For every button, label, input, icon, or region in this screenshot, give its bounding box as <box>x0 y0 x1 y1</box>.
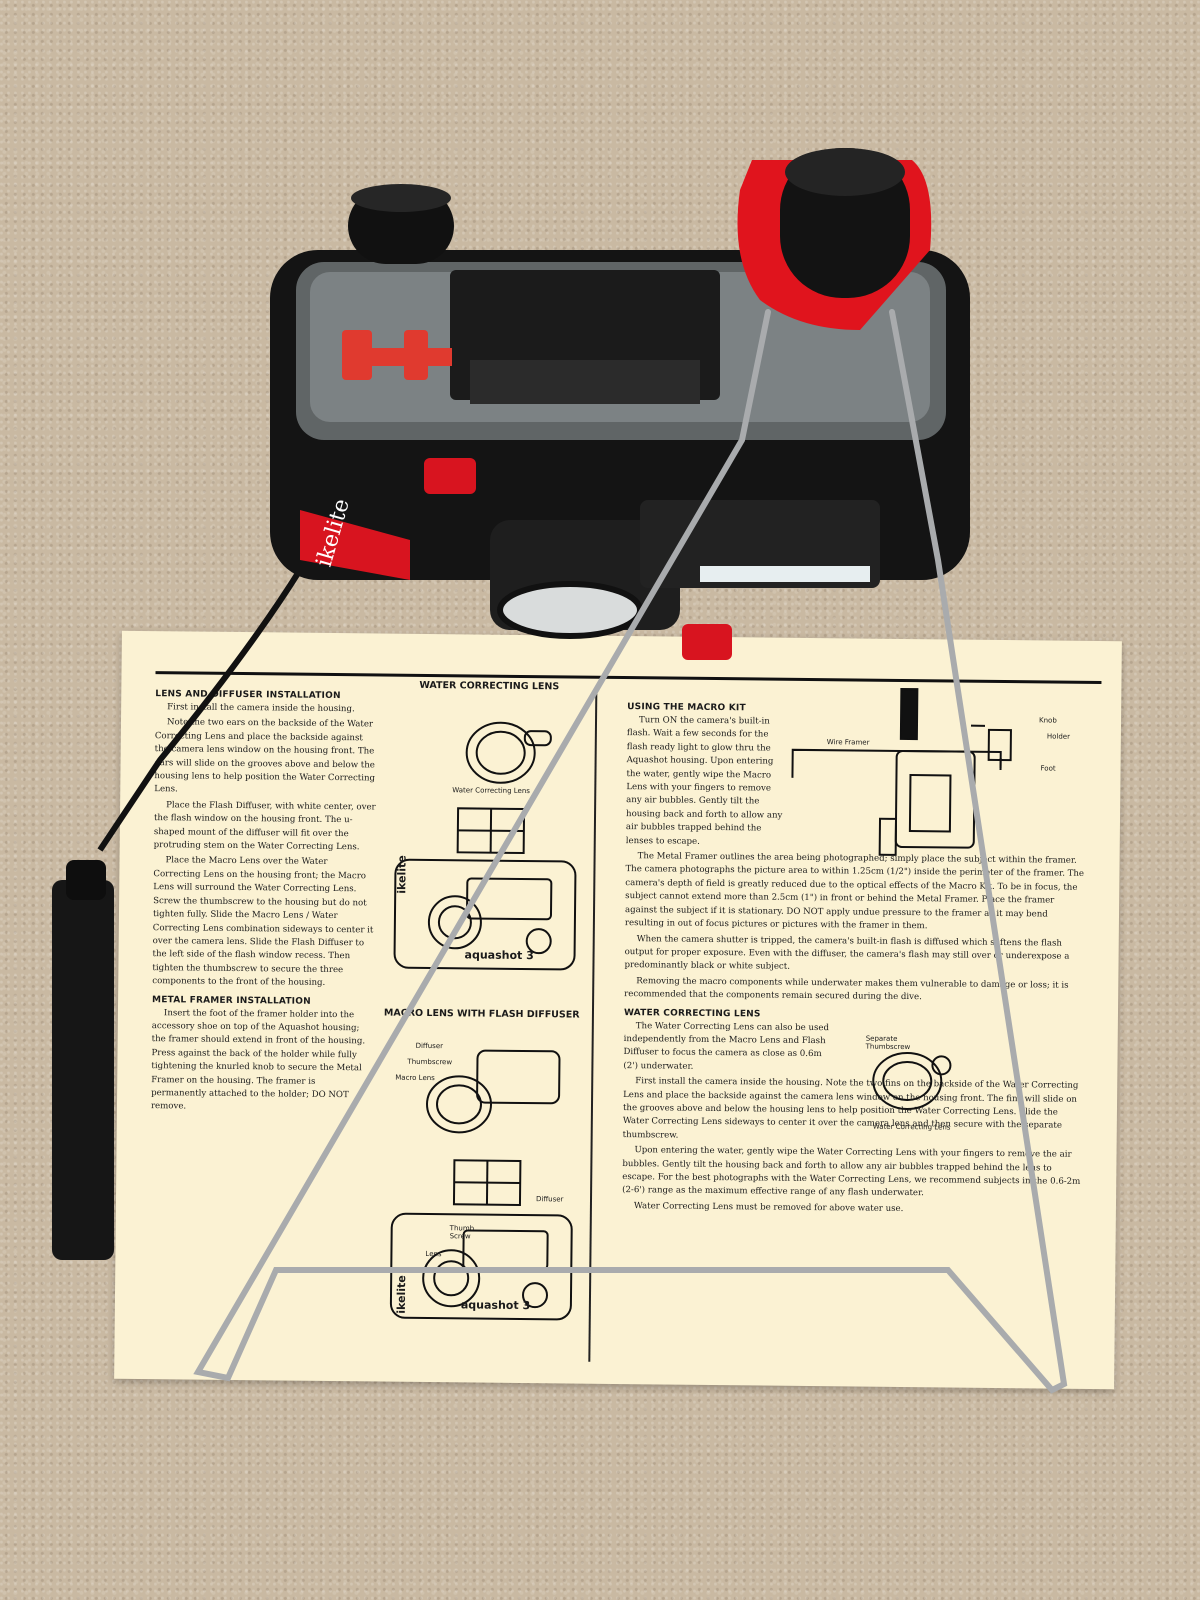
brand-badge <box>300 510 410 580</box>
latch-button-left <box>424 458 476 494</box>
housing-drawing-1 <box>393 858 577 971</box>
shutter-lever-icon <box>342 330 372 380</box>
strap-cord <box>97 568 303 852</box>
diffuser-drawing <box>476 1049 561 1105</box>
latch-button-bottom <box>682 624 732 660</box>
separate-lens-drawing <box>872 1052 943 1111</box>
macro-lens-drawing <box>426 1075 493 1134</box>
water-lens-drawing <box>465 721 536 784</box>
metal-framer <box>193 309 1068 1394</box>
flash-window <box>700 566 870 582</box>
wrist-strap <box>52 880 114 1260</box>
